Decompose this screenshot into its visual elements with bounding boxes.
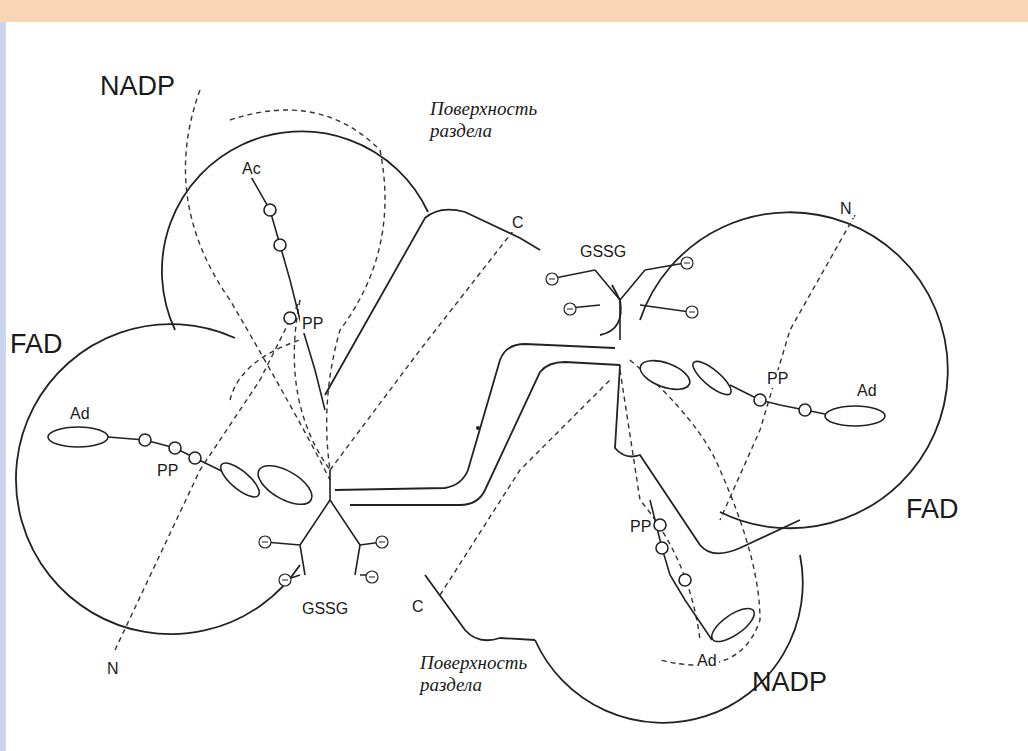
symmetry-dot [476, 426, 480, 430]
group-label: Ad [68, 405, 92, 423]
top-bar [0, 0, 1028, 22]
terminus-label: C [410, 598, 426, 616]
domain-name: NADP [752, 668, 827, 698]
group-label: PP [155, 462, 180, 480]
terminus-label: N [105, 660, 121, 678]
group-label: PP [300, 315, 325, 333]
group-label: PP [628, 518, 653, 536]
domain-name: FAD [906, 495, 959, 525]
chain-traces [115, 90, 855, 665]
interface-label: Поверхность раздела [430, 98, 550, 142]
interface-label: Поверхность раздела [420, 652, 540, 696]
domain-outlines [16, 131, 948, 722]
group-label: Ac [240, 160, 263, 178]
substrate-label: GSSG [300, 600, 350, 618]
group-label: PP [765, 370, 790, 388]
group-label: Ad [695, 652, 719, 670]
terminus-label: N [838, 200, 854, 218]
group-label: Ad [855, 382, 879, 400]
charge-marks [259, 257, 698, 586]
domain-name: NADP [100, 72, 175, 102]
side-bar [0, 22, 6, 751]
terminus-label: C [510, 214, 526, 232]
cofactors [48, 175, 885, 648]
substrate-label: GSSG [578, 243, 628, 261]
domain-name: FAD [10, 330, 63, 360]
